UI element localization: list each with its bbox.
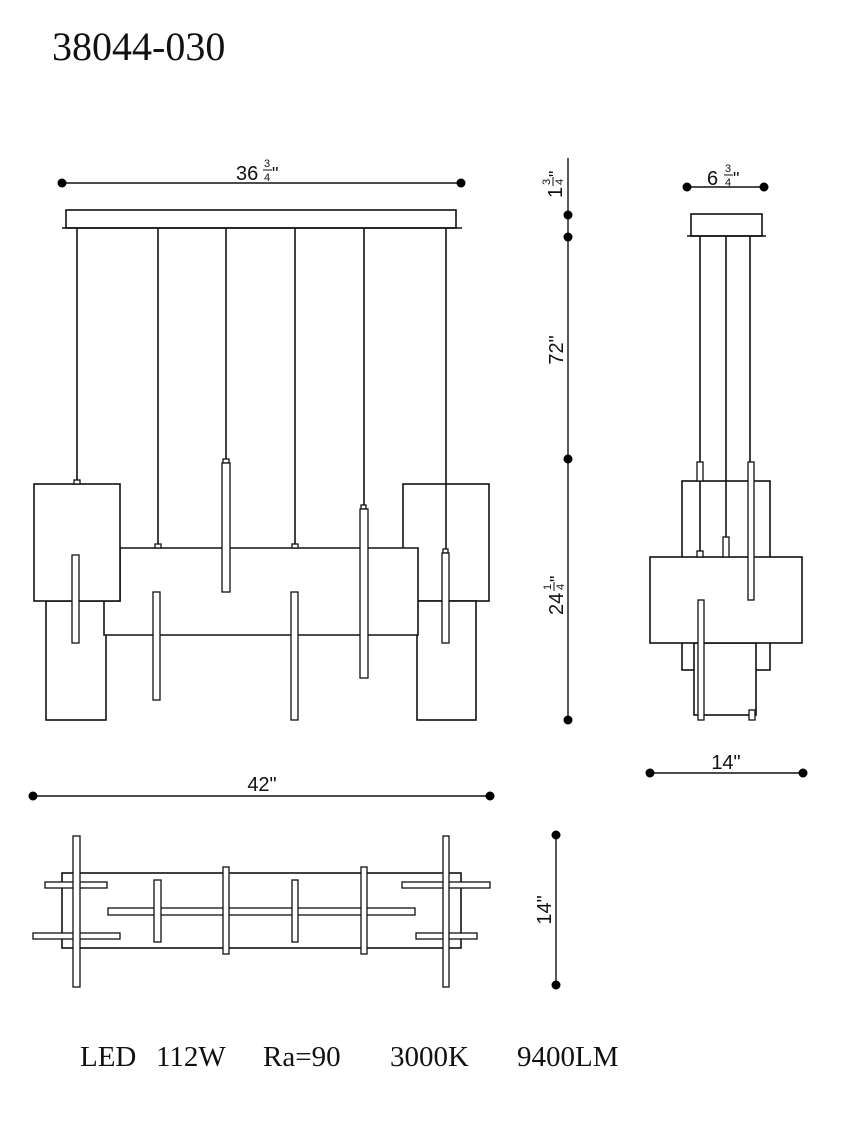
width-unit: ": [272, 164, 278, 184]
top-depth-dimension: 14": [534, 830, 561, 990]
spec-wattage: 112W: [156, 1041, 226, 1073]
canopy-height-den: 4: [554, 179, 566, 185]
canopy-width-num: 3: [725, 163, 731, 175]
side-depth-dimension: 14": [645, 752, 808, 778]
canopy-width-den: 4: [725, 177, 731, 189]
spec-lumens: 9400LM: [517, 1041, 619, 1073]
canopy-width-dimension: 6 3 4 ": [682, 163, 769, 192]
spec-cri: Ra=90: [263, 1041, 341, 1073]
canopy: [62, 209, 462, 229]
width-dimension: 36 3 4 ": [57, 158, 466, 188]
cord-length-label: 72": [546, 335, 568, 364]
cords: [76, 228, 447, 553]
side-view: 1 3 4 " 72" 24 1 4 " 6 3 4 ": [541, 158, 808, 778]
canopy-height-unit: ": [546, 171, 566, 177]
led-bars: [71, 458, 450, 721]
body-height-num: 1: [542, 584, 554, 590]
specs-line: LED 112W Ra=90 3000K 9400LM: [80, 1041, 619, 1073]
height-dimension: 1 3 4 " 72" 24 1 4 ": [541, 158, 573, 725]
top-depth-label: 14": [534, 895, 556, 924]
width-den: 4: [264, 172, 270, 184]
overall-width-label: 42": [247, 774, 276, 796]
canopy-height-whole: 1: [545, 187, 567, 198]
side-canopy: [690, 213, 763, 237]
front-view: 36 3 4 ": [33, 158, 490, 721]
spec-color-temp: 3000K: [390, 1041, 469, 1073]
top-view: 14": [32, 830, 561, 990]
canopy-width-whole: 6: [707, 168, 718, 190]
width-num: 3: [264, 158, 270, 170]
canopy-height-num: 3: [541, 179, 553, 185]
overall-width-dimension: 42": [28, 774, 495, 801]
canopy-width-unit: ": [733, 169, 739, 189]
body-height-whole: 24: [546, 593, 568, 615]
side-depth-label: 14": [711, 752, 740, 774]
spec-type: LED: [80, 1041, 136, 1073]
width-whole: 36: [236, 163, 258, 185]
body-height-unit: ": [547, 576, 567, 582]
model-number: 38044-030: [52, 24, 225, 69]
body-height-den: 4: [555, 584, 567, 590]
shades: [33, 483, 490, 721]
